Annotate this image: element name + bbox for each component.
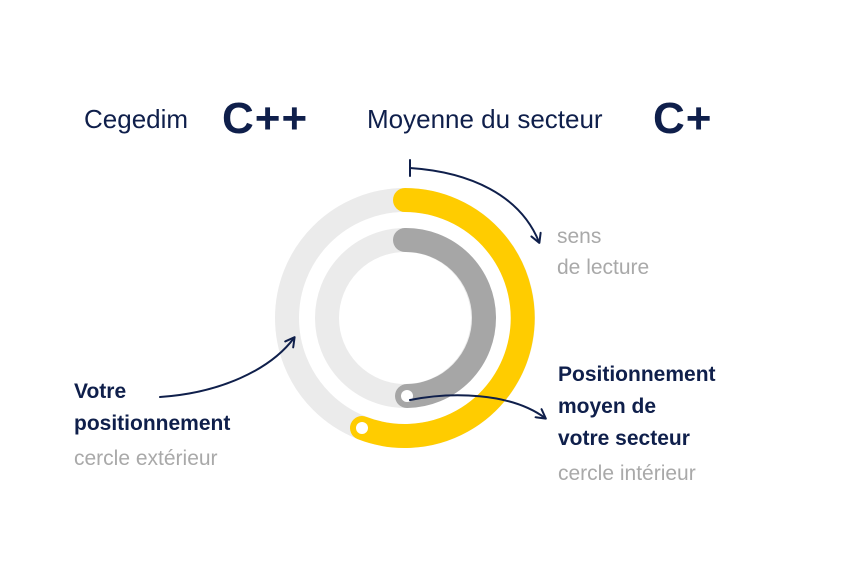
outer-position-marker <box>356 422 368 434</box>
inner-annotation-line2: moyen de <box>558 395 657 418</box>
sector-label: Moyenne du secteur <box>367 104 603 134</box>
reading-direction-line2: de lecture <box>557 256 650 279</box>
company-label: Cegedim <box>84 104 189 134</box>
inner-annotation-arrow <box>409 394 547 420</box>
inner-position-arc <box>393 227 496 408</box>
outer-annotation-line2: positionnement <box>74 412 231 435</box>
reading-direction-line1: sens <box>557 225 602 248</box>
outer-position-arc <box>350 188 535 448</box>
outer-annotation-arrow <box>159 336 296 398</box>
outer-annotation-subtitle: cercle extérieur <box>74 447 218 470</box>
sector-grade: C+ <box>653 94 713 143</box>
outer-annotation-line1: Votre <box>74 380 127 403</box>
reading-direction-arrow <box>409 167 542 244</box>
inner-annotation-line1: Positionnement <box>558 363 716 386</box>
inner-annotation-line3: votre secteur <box>558 427 690 450</box>
company-grade: C++ <box>222 94 309 143</box>
inner-annotation-subtitle: cercle intérieur <box>558 462 696 485</box>
